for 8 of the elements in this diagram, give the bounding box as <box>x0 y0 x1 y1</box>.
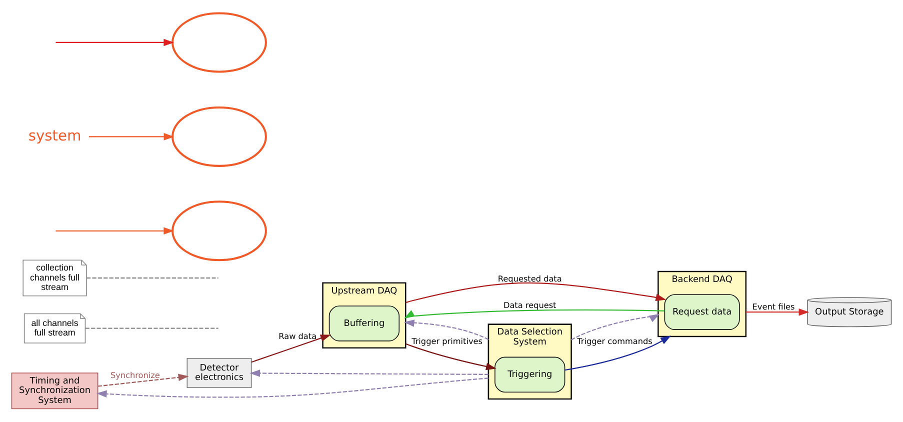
edge-label: Trigger commands <box>577 336 652 346</box>
node-text: system <box>28 127 82 144</box>
edge-label: Trigger primitives <box>412 336 482 346</box>
edge-label: Event files <box>752 302 795 312</box>
edge-label: Data request <box>503 300 556 310</box>
edge-label: Requested data <box>498 273 562 284</box>
edge-label: Synchronize <box>110 370 160 380</box>
edge-label: Raw data <box>278 330 317 341</box>
